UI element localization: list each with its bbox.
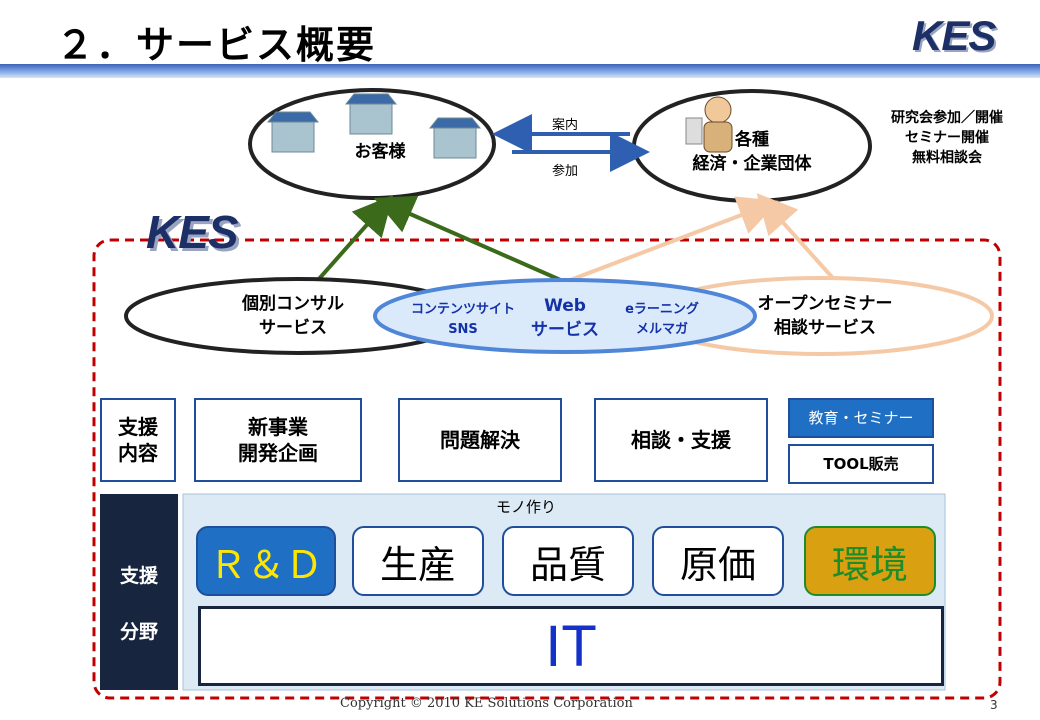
web-ellipse [373,278,757,354]
kes-logo-mid: KES [146,206,239,258]
person-icon [685,96,733,153]
content-problem-solving: 問題解決 [398,398,562,482]
field-environment: 環境 [804,526,936,596]
header-bar [0,64,1040,78]
consult-arrow [316,195,394,282]
tool-sales-box: TOOL販売 [788,444,934,484]
support-field-label: 支援分野 [119,565,158,643]
join-label: 参加 [552,164,579,179]
field-label-bg [100,494,178,690]
page-title: ２．サービス概要 [56,23,377,67]
it-field: IT [198,606,944,686]
field-cost: 原価 [652,526,784,596]
kes-boundary [92,238,1002,700]
page-number: 3 [990,698,998,712]
kes-logo-top: KES [912,12,996,59]
field-rnd: Ｒ＆Ｄ [196,526,336,596]
consult-service-label: 個別コンサルサービス [242,294,344,338]
content-new-business: 新事業開発企画 [194,398,362,482]
web-arrow-customers [373,195,566,284]
organizations-label: 各種経済・企業団体 [692,130,812,174]
web-right-label: eラーニングメルマガ [625,302,699,337]
web-arrow-orgs [564,196,779,284]
seminar-service-label: オープンセミナー相談サービス [757,294,893,338]
seminar-arrow [756,193,842,288]
guide-label: 案内 [552,118,579,133]
copyright: Copyright © 2010 KE Solutions Corporatio… [340,696,633,711]
support-content-label: 支援内容 [100,398,176,482]
education-seminar-badge: 教育・セミナー [788,398,934,438]
field-production: 生産 [352,526,484,596]
org-activities: 研究会参加／開催セミナー開催無料相談会 [891,110,1003,166]
field-quality: 品質 [502,526,634,596]
customers-label: お客様 [354,142,406,162]
manufacturing-label: モノ作り [496,498,557,516]
building-icon [266,93,482,159]
content-consultation: 相談・支援 [594,398,768,482]
